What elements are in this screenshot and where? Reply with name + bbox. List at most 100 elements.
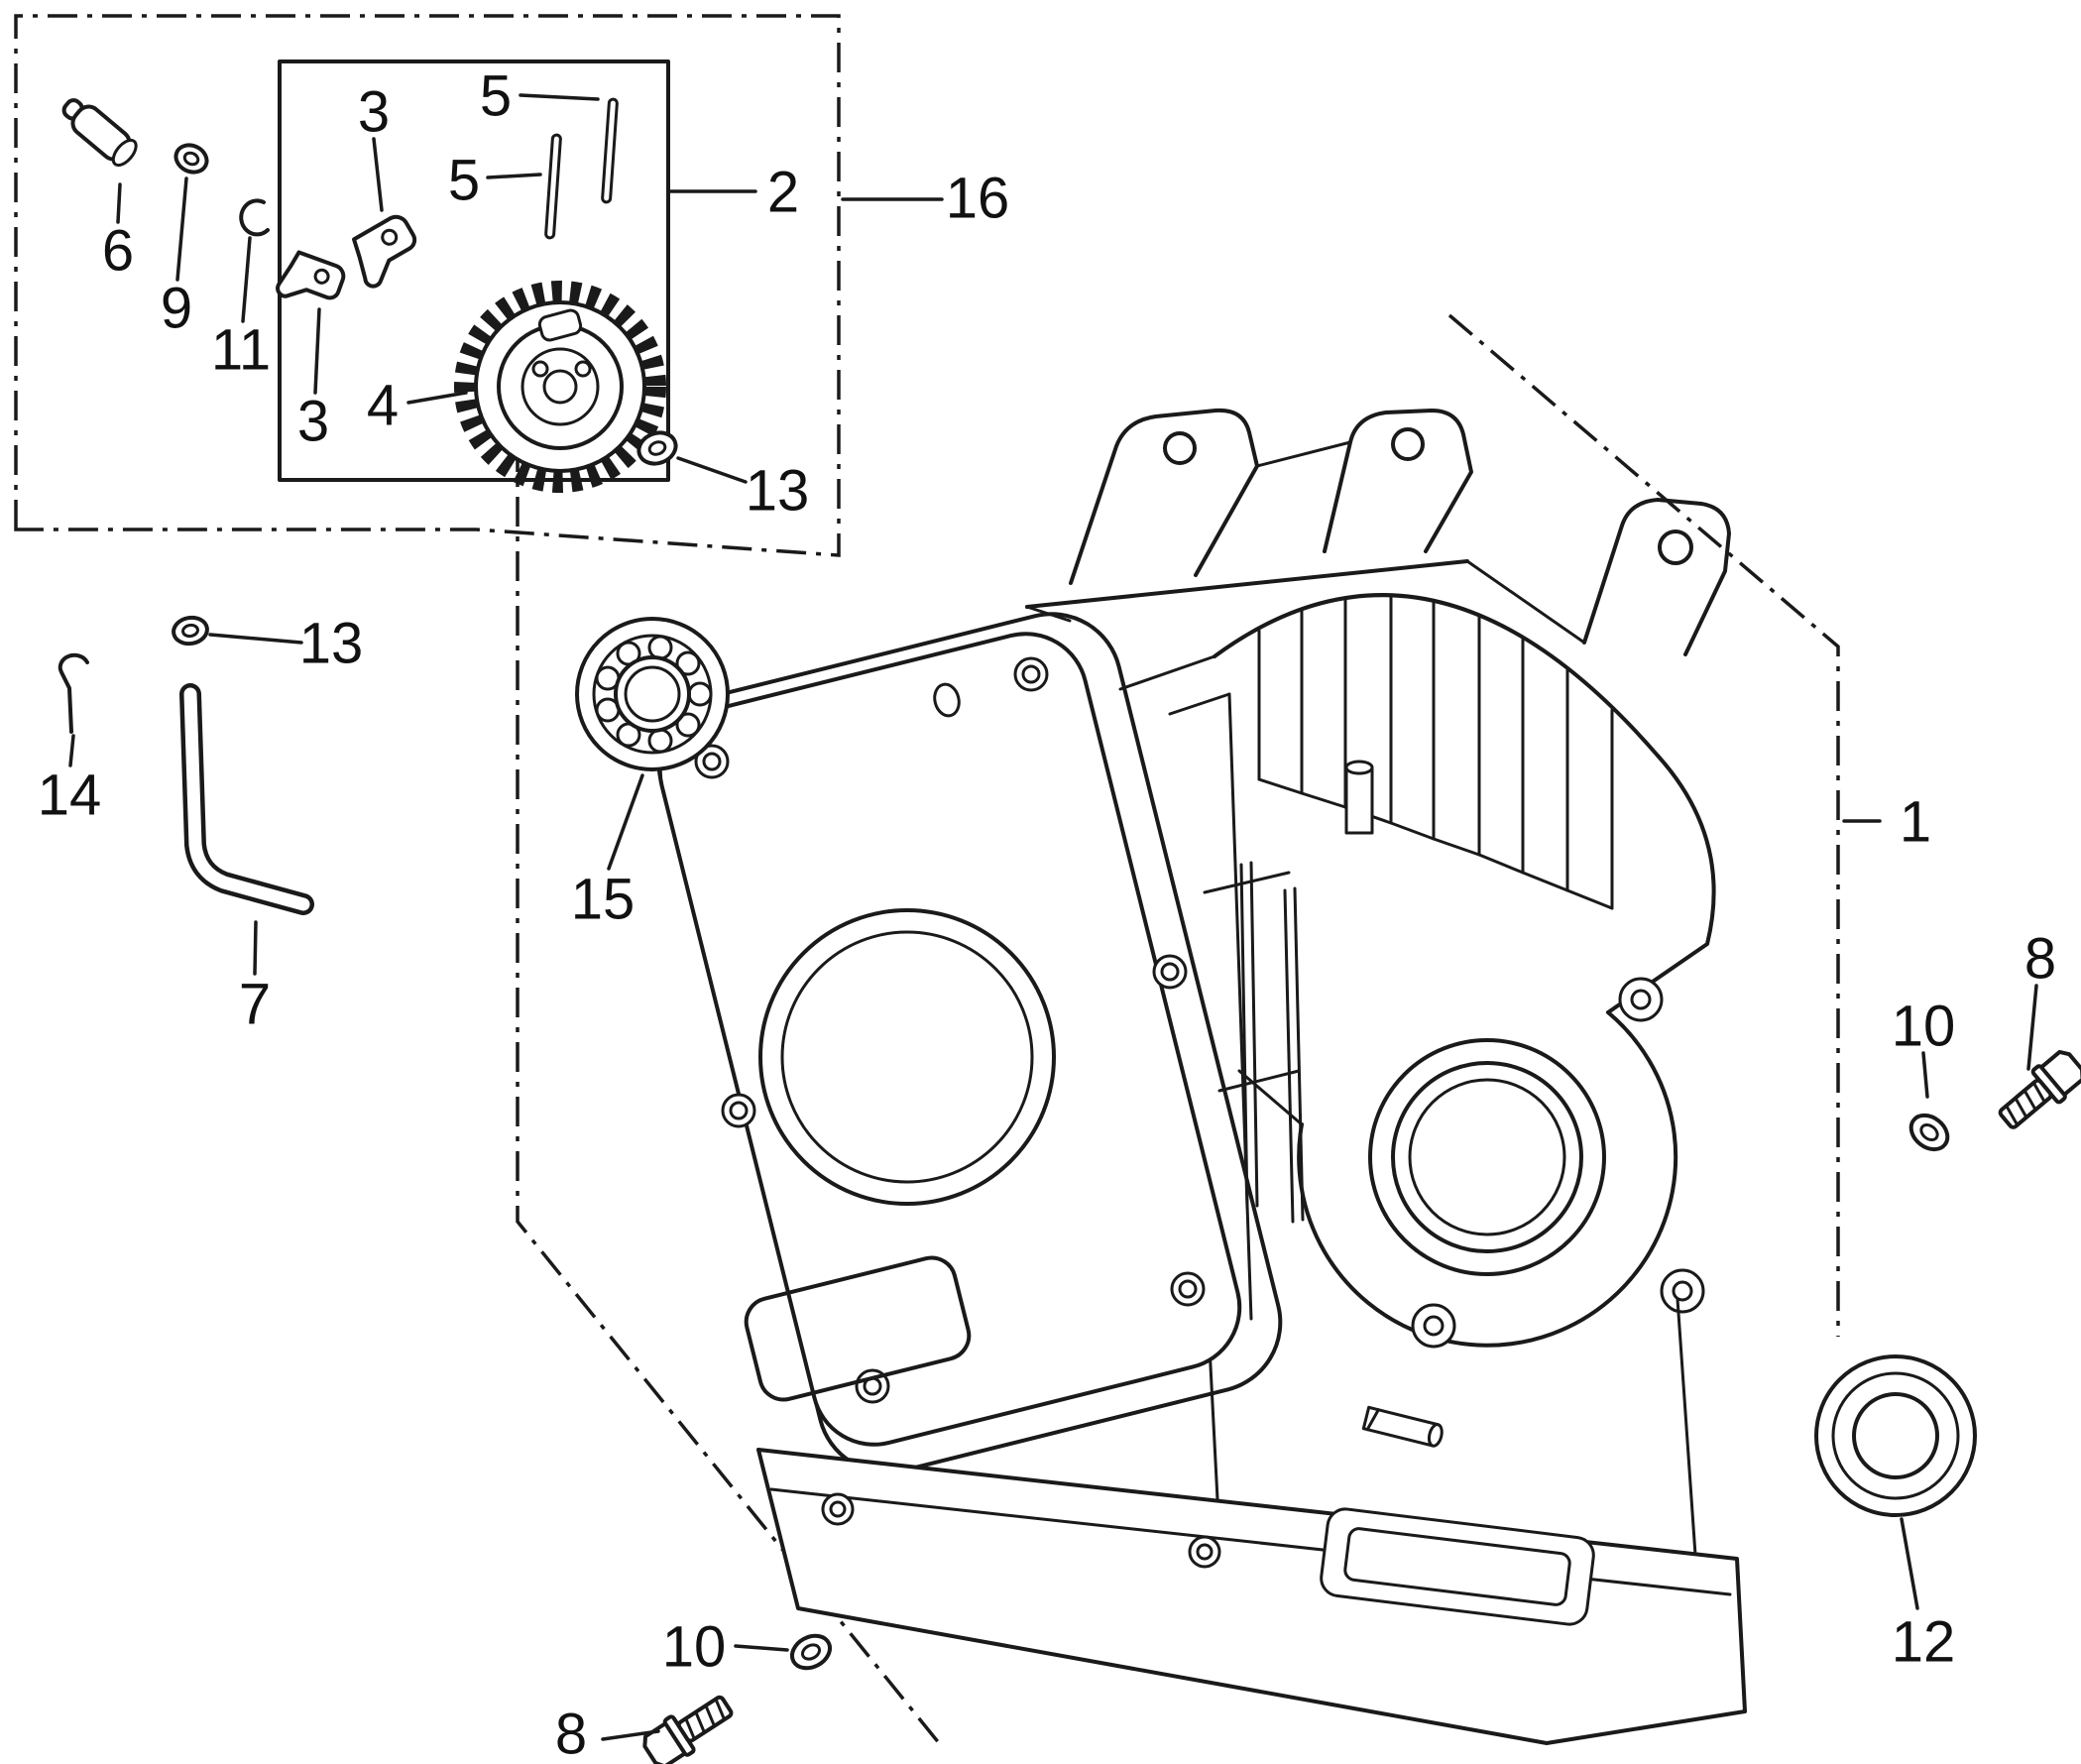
leader-13-upper [676, 456, 748, 484]
pivot-pin-right [601, 97, 619, 204]
top-bracket-left-arm [1069, 408, 1259, 585]
washer-10-bottom [789, 1633, 833, 1671]
callout-8-bottom: 8 [555, 1702, 587, 1764]
callout-10-bottom: 10 [662, 1614, 727, 1679]
bell-face-circle [1368, 1038, 1606, 1276]
cylinder-bore-outer [758, 908, 1056, 1206]
callout-12: 12 [1892, 1609, 1956, 1674]
leader-9 [175, 176, 188, 282]
block-top-edge [1025, 605, 1072, 623]
callout-16: 16 [946, 166, 1010, 230]
governor-gear [454, 281, 666, 493]
callout-5-upper: 5 [480, 63, 512, 128]
cylinder-gasket-plate [657, 632, 1242, 1447]
leader-10-bottom [734, 1644, 789, 1652]
leader-6 [116, 182, 122, 224]
bolt-8-bottom [642, 1695, 734, 1764]
crankcase-group-boundary-left [516, 442, 946, 1751]
crankcase-body [656, 408, 1747, 1745]
bolt-8-right [1998, 1049, 2081, 1129]
leader-8-bottom [601, 1729, 660, 1741]
governor-group-boundary [14, 14, 841, 557]
leader-4 [406, 391, 468, 405]
leader-14 [68, 734, 75, 767]
bracket-hole-left [1163, 431, 1197, 465]
governor-parts [61, 97, 678, 493]
bell-outer-arc [1297, 1010, 1678, 1348]
flyweight-lower [276, 250, 346, 300]
side-bracket-hole [1658, 529, 1693, 565]
callout-7: 7 [239, 972, 271, 1036]
internal-edges [1168, 692, 1301, 1093]
callout-13-left: 13 [299, 611, 364, 675]
leader-3-lower [313, 307, 321, 395]
side-bracket-base [1465, 559, 1586, 645]
callout-5-lower: 5 [448, 148, 480, 212]
fastener-parts [642, 1049, 2081, 1764]
wire-clip-14 [58, 652, 89, 734]
block-top-ridge [1025, 559, 1469, 609]
callout-4: 4 [367, 373, 399, 437]
callout-10-right: 10 [1892, 994, 1956, 1058]
ball-bearing-15 [575, 617, 730, 771]
left-parts [58, 615, 730, 915]
crank-bore-inner [1408, 1078, 1566, 1236]
callout-15: 15 [571, 867, 636, 931]
washer-13-left [172, 615, 209, 647]
washer-9 [173, 143, 209, 175]
leader-lines [68, 93, 2038, 1741]
gear-teeth-ring [454, 281, 666, 493]
callouts: 6 9 11 3 3 4 5 5 2 16 13 13 14 7 15 1 8 … [38, 63, 2056, 1764]
callout-13-upper: 13 [746, 458, 810, 523]
crank-bore-outer [1391, 1061, 1583, 1253]
oil-seal-12 [1814, 1354, 1977, 1517]
crankcase-group-boundary-right [1447, 313, 1840, 1337]
washer-10-right [1908, 1113, 1950, 1152]
top-bracket-right-arm [1323, 409, 1473, 553]
leader-7 [253, 920, 258, 976]
callout-11: 11 [211, 317, 271, 382]
callout-9: 9 [161, 276, 192, 340]
fin-crown-left-edge [1118, 654, 1216, 691]
fin-crown-arc [1213, 593, 1660, 758]
leader-10-right [1921, 1051, 1929, 1099]
callout-1: 1 [1900, 789, 1931, 854]
shroud-right-edge [1606, 754, 1716, 1014]
callout-3-lower: 3 [297, 389, 329, 453]
side-bracket-ear [1582, 498, 1731, 656]
callout-14: 14 [38, 763, 102, 827]
pivot-pin-left [544, 133, 562, 240]
washer-13-upper [636, 430, 678, 466]
leader-11 [241, 236, 252, 323]
flyweight-upper [352, 214, 417, 289]
bracket-crossbar [1255, 440, 1352, 468]
leader-5-upper [519, 93, 600, 101]
cooling-fins [1257, 595, 1614, 910]
bell-bolt-bosses [1411, 977, 1705, 1349]
leader-3-upper [372, 137, 384, 212]
bracket-hole-right [1391, 427, 1425, 461]
group-boundaries [14, 14, 1840, 1751]
callout-3-upper: 3 [358, 79, 390, 144]
governor-rod-7 [179, 683, 314, 915]
gasket-plate-holes [694, 656, 1206, 1404]
dowel-pin [1361, 1405, 1444, 1448]
leader-15 [607, 773, 644, 871]
governor-shaft-plug [61, 98, 138, 168]
leader-5-lower [486, 173, 542, 179]
leader-12 [1900, 1517, 1919, 1610]
callout-2: 2 [767, 160, 799, 224]
plate-id-panel [744, 1255, 972, 1402]
pushrods [1239, 861, 1305, 1224]
cylinder-bore-inner [780, 930, 1034, 1184]
bell-to-pan-edge [1676, 1297, 1697, 1557]
top-stud [1344, 760, 1374, 835]
leader-8-right [2026, 984, 2038, 1071]
bell-left-edge [1237, 1069, 1304, 1126]
governor-kit-box [278, 59, 670, 482]
barrel-edge [1227, 692, 1253, 1321]
leader-13-left [208, 633, 303, 645]
oil-pan-base [756, 1448, 1747, 1745]
